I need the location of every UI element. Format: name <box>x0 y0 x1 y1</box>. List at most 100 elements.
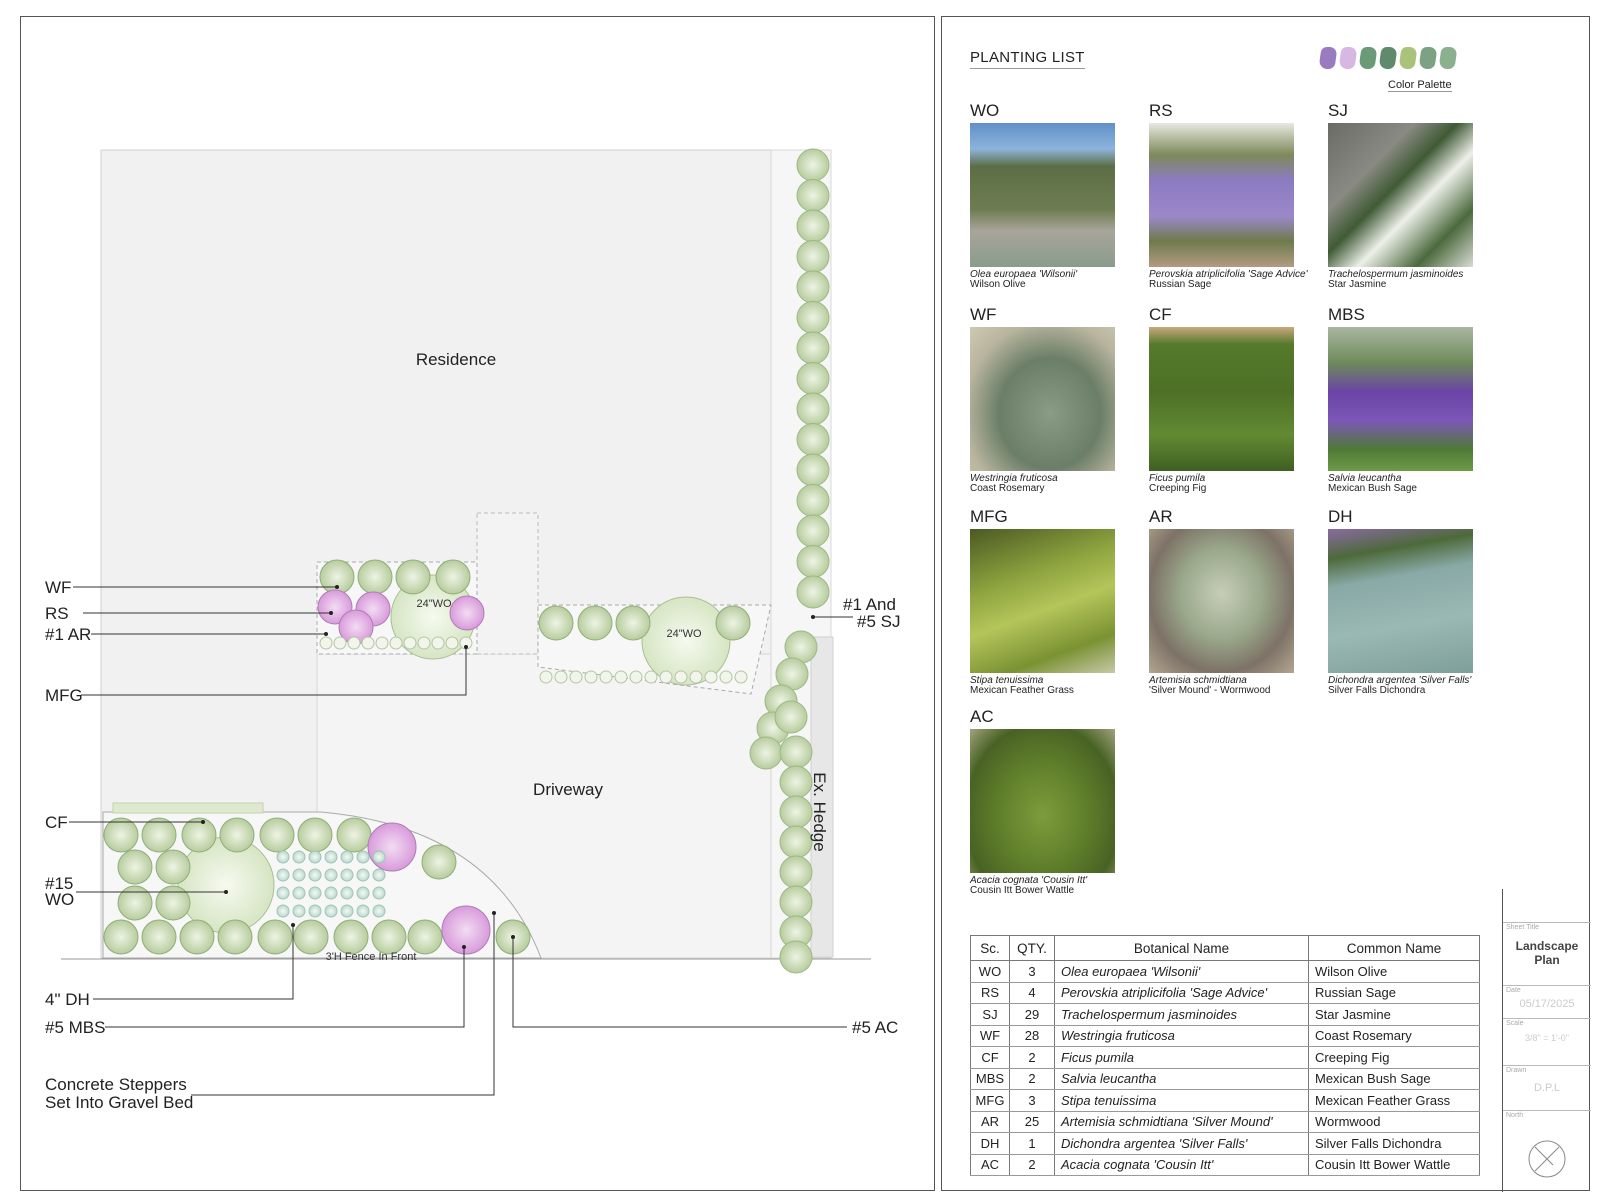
driveway-label: Driveway <box>533 780 603 799</box>
dichondra-plant <box>276 886 290 900</box>
table-header-row: Sc. QTY. Botanical Name Common Name <box>970 935 1480 961</box>
wf-shrub <box>103 817 139 853</box>
wf-shrub <box>117 885 153 921</box>
wo-tag-right: 24"WO <box>666 628 702 640</box>
hedge-shrub <box>796 179 830 212</box>
cell-sc: AC <box>970 1154 1010 1176</box>
wf-shrub <box>259 817 295 853</box>
hedge-strip <box>810 636 834 958</box>
fence-label: 3'H Fence In Front <box>326 951 417 963</box>
hedge-shrub <box>796 484 830 517</box>
title-block-sheet: Sheet Title Landscape Plan <box>1503 923 1591 986</box>
plant-botanical-name: Olea europaea 'Wilsonii' <box>970 269 1078 280</box>
title-block: Sheet Title Landscape Plan Date 05/17/20… <box>1502 889 1591 1192</box>
palette-swatch <box>1358 47 1378 69</box>
olive-tree-front <box>177 836 275 934</box>
plant-code: MFG <box>970 507 1008 526</box>
plant-botanical-name: Artemisia schmidtiana <box>1149 675 1247 686</box>
hedge-shrub <box>796 423 830 456</box>
creeping-fig-vine <box>112 802 264 814</box>
plant-code: RS <box>1149 101 1173 120</box>
hedge-shrub <box>796 301 830 334</box>
cell-sc: DH <box>970 1132 1010 1155</box>
plant-botanical-name: Perovskia atriplicifolia 'Sage Advice' <box>1149 269 1308 280</box>
planting-list-title: PLANTING LIST <box>970 49 1085 69</box>
sheet-title: Landscape Plan <box>1515 939 1579 967</box>
leader-lines <box>69 586 853 1096</box>
cell-common: Wormwood <box>1308 1111 1480 1133</box>
artemisia-plant <box>445 636 459 650</box>
dichondra-plant <box>356 850 370 864</box>
callout-wo15-line1: #15 <box>45 874 73 893</box>
hedge-shrub <box>779 825 813 859</box>
cell-botanical: Olea europaea 'Wilsonii' <box>1054 960 1309 983</box>
drawn-label: Drawn <box>1506 1067 1527 1074</box>
plant-photo <box>970 729 1115 873</box>
dichondra-plant <box>340 886 354 900</box>
color-palette-label: Color Palette <box>1388 79 1452 92</box>
callout-sj-line1: #1 And <box>843 595 896 614</box>
plant-code: CF <box>1149 305 1172 324</box>
callout-steppers-line1: Concrete Steppers <box>45 1075 187 1094</box>
cell-botanical: Ficus pumila <box>1054 1046 1309 1069</box>
plant-common-name: Russian Sage <box>1149 279 1212 290</box>
hedge-sj-group <box>749 148 830 974</box>
title-block-top <box>1503 889 1591 923</box>
wf-shrub <box>538 605 574 641</box>
hedge-shrub <box>779 940 813 974</box>
cell-qty: 1 <box>1009 1132 1055 1155</box>
artemisia-plant <box>704 670 718 684</box>
hedge-shrub <box>796 362 830 395</box>
dichondra-plant <box>340 868 354 882</box>
cell-qty: 29 <box>1009 1003 1055 1026</box>
cell-botanical: Westringia fruticosa <box>1054 1025 1309 1047</box>
dichondra-plant <box>324 850 338 864</box>
cell-botanical: Trachelospermum jasminoides <box>1054 1003 1309 1026</box>
header-botanical: Botanical Name <box>1054 935 1309 961</box>
plant-common-name: Coast Rosemary <box>970 483 1045 494</box>
leader-dots <box>201 585 815 949</box>
site-plan-panel: Residence Driveway Ex. Hedge 3'H Fence I… <box>20 16 935 1191</box>
wf-shrub <box>219 817 255 853</box>
wf-shrub <box>141 919 177 955</box>
artemisia-plant <box>539 670 553 684</box>
cell-qty: 2 <box>1009 1068 1055 1090</box>
drawn-value: D.P.L <box>1533 1082 1561 1094</box>
artemisia-plant <box>333 636 347 650</box>
cell-common: Wilson Olive <box>1308 960 1480 983</box>
hedge-label: Ex. Hedge <box>810 772 829 851</box>
title-block-scale: Scale 3/8" = 1'-0" <box>1503 1019 1591 1066</box>
plant-common-name: Cousin Itt Bower Wattle <box>970 885 1075 896</box>
hedge-shrub <box>796 240 830 273</box>
artemisia-plant <box>734 670 748 684</box>
dichondra-plant <box>324 886 338 900</box>
artemisia-plant <box>644 670 658 684</box>
north-arrow-icon <box>1528 1140 1566 1178</box>
date-label: Date <box>1506 987 1521 994</box>
plant-botanical-name: Acacia cognata 'Cousin Itt' <box>970 875 1088 886</box>
site-plan-drawing: Residence Driveway Ex. Hedge 3'H Fence I… <box>45 148 900 1112</box>
artemisia-plant <box>554 670 568 684</box>
artemisia-plant <box>417 636 431 650</box>
mexican-bush-sage <box>441 905 491 955</box>
plant-photo <box>1149 123 1294 267</box>
hedge-shrub <box>796 270 830 304</box>
wf-shrub <box>103 919 139 955</box>
cell-qty: 2 <box>1009 1046 1055 1069</box>
plant-photo <box>1328 529 1473 673</box>
shrub-group <box>103 559 751 955</box>
dichondra-plant <box>292 904 306 918</box>
header-qty: QTY. <box>1009 935 1055 961</box>
dichondra-plant <box>308 904 322 918</box>
north-label: North <box>1506 1112 1524 1119</box>
cell-qty: 4 <box>1009 982 1055 1004</box>
artemisia-plant <box>361 636 375 650</box>
wo-tag-left: 24"WO <box>416 598 452 610</box>
wf-shrub <box>577 605 613 641</box>
